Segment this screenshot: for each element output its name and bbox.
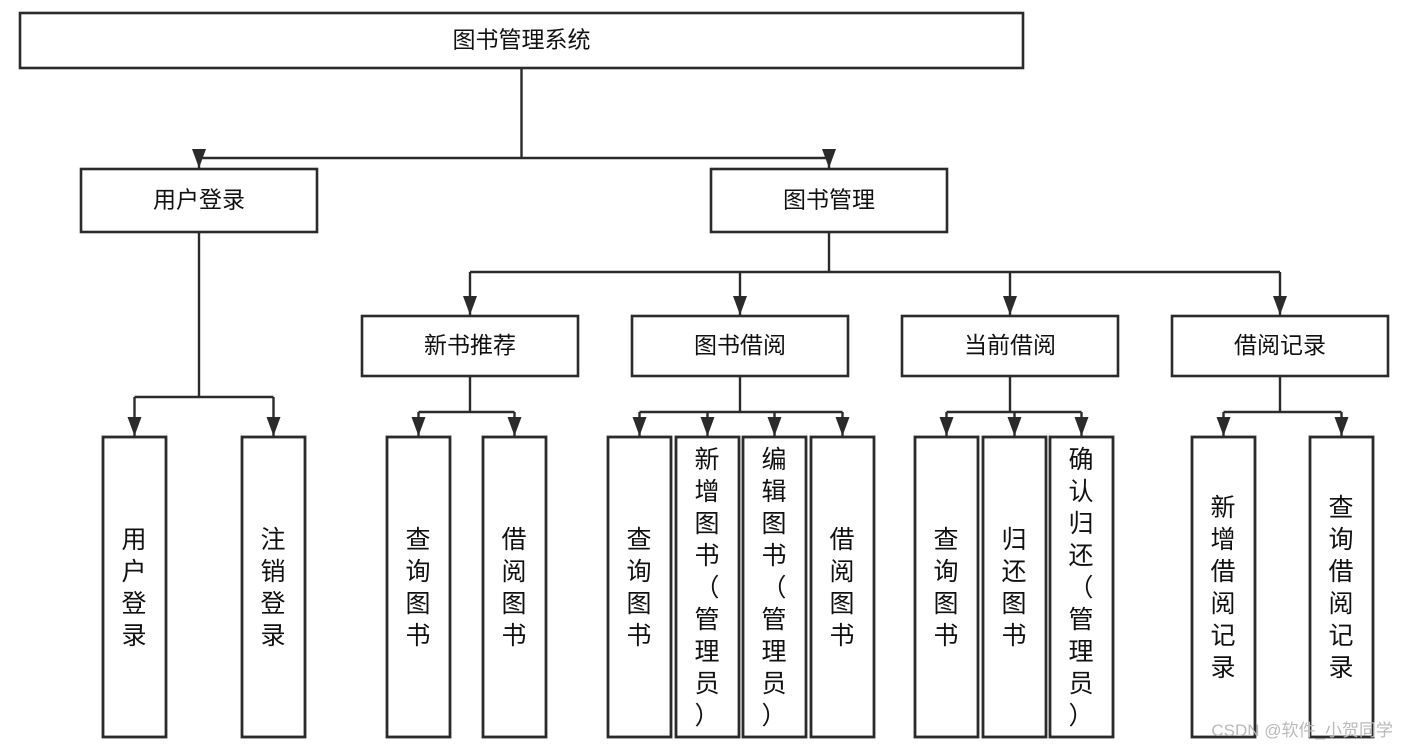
node-box	[385, 435, 452, 739]
node-box	[809, 435, 876, 739]
arrow-head-icon	[266, 417, 281, 436]
node-box	[360, 314, 580, 378]
arrow-head-icon	[822, 149, 836, 168]
node-label: 图书借阅	[694, 332, 786, 358]
node-l-borrow-book-1[interactable]: 借阅图书	[481, 435, 548, 739]
node-l-edit-book[interactable]: 编辑图书（管理员）	[741, 435, 808, 739]
arrow-head-icon	[632, 417, 647, 436]
node-label: 查询借阅记录	[1328, 494, 1356, 682]
arrow-head-icon	[411, 417, 426, 436]
node-box	[1308, 435, 1375, 739]
arrow-head-icon	[733, 296, 747, 315]
arrow-head-icon	[1216, 417, 1231, 436]
arrow-head-icon	[127, 417, 142, 436]
arrow-head-icon	[1273, 296, 1287, 315]
node-box	[18, 11, 1025, 70]
node-box	[1048, 435, 1115, 739]
node-new-book-rec[interactable]: 新书推荐	[360, 314, 580, 378]
node-label: 查询图书	[405, 526, 433, 650]
arrow-head-icon	[835, 417, 850, 436]
node-label: 用户登录	[121, 526, 149, 650]
node-box	[630, 314, 850, 378]
node-box	[741, 435, 808, 739]
node-current-borrow[interactable]: 当前借阅	[900, 314, 1120, 378]
arrow-head-icon	[463, 296, 477, 315]
arrow-head-icon	[1007, 417, 1022, 436]
node-label: 新书推荐	[424, 332, 516, 358]
node-box	[606, 435, 673, 739]
connector-layer	[127, 68, 1349, 436]
arrow-head-icon	[700, 417, 715, 436]
node-l-query-record[interactable]: 查询借阅记录	[1308, 435, 1375, 739]
node-l-query-book-2[interactable]: 查询图书	[606, 435, 673, 739]
node-leaf-user-login[interactable]: 用户登录	[101, 435, 168, 739]
node-l-query-book-1[interactable]: 查询图书	[385, 435, 452, 739]
node-book-manage[interactable]: 图书管理	[709, 167, 949, 234]
node-label: 查询图书	[626, 526, 654, 650]
node-box	[913, 435, 980, 739]
node-label: 新增图书（管理员）	[694, 446, 722, 730]
node-label: 借阅图书	[501, 526, 529, 650]
node-book-borrow[interactable]: 图书借阅	[630, 314, 850, 378]
node-box	[1190, 435, 1257, 739]
node-l-return-book[interactable]: 归还图书	[981, 435, 1048, 739]
node-box	[674, 435, 741, 739]
node-box	[101, 435, 168, 739]
node-label: 查询图书	[933, 526, 961, 650]
arrow-head-icon	[1003, 296, 1017, 315]
node-box	[481, 435, 548, 739]
arrow-head-icon	[1074, 417, 1089, 436]
arrow-head-icon	[767, 417, 782, 436]
arrow-head-icon	[939, 417, 954, 436]
node-box	[709, 167, 949, 234]
node-leaf-user-logout[interactable]: 注销登录	[240, 435, 307, 739]
node-l-add-record[interactable]: 新增借阅记录	[1190, 435, 1257, 739]
node-label: 图书管理	[783, 187, 875, 213]
node-label: 注销登录	[260, 526, 288, 650]
node-layer: 图书管理系统用户登录图书管理新书推荐图书借阅当前借阅借阅记录用户登录注销登录查询…	[18, 11, 1390, 739]
node-label: 当前借阅	[964, 332, 1056, 358]
node-label: 图书管理系统	[453, 27, 591, 53]
node-l-query-book-3[interactable]: 查询图书	[913, 435, 980, 739]
watermark-label: CSDN @软件_小贺同学	[1211, 721, 1393, 740]
node-l-add-book[interactable]: 新增图书（管理员）	[674, 435, 741, 739]
node-l-confirm-return[interactable]: 确认归还（管理员）	[1048, 435, 1115, 739]
node-user-login[interactable]: 用户登录	[79, 167, 319, 234]
arrow-head-icon	[192, 149, 206, 168]
arrow-head-icon	[507, 417, 522, 436]
node-label: 新增借阅记录	[1210, 494, 1238, 682]
node-label: 归还图书	[1001, 526, 1029, 650]
node-label: 确认归还（管理员）	[1068, 446, 1096, 730]
node-box	[240, 435, 307, 739]
node-box	[981, 435, 1048, 739]
node-label: 编辑图书（管理员）	[761, 446, 789, 730]
node-label: 借阅记录	[1234, 332, 1326, 358]
node-borrow-record[interactable]: 借阅记录	[1170, 314, 1390, 378]
node-box	[79, 167, 319, 234]
node-label: 用户登录	[153, 187, 245, 213]
node-label: 借阅图书	[829, 526, 857, 650]
arrow-head-icon	[1334, 417, 1349, 436]
node-box	[900, 314, 1120, 378]
node-box	[1170, 314, 1390, 378]
node-root[interactable]: 图书管理系统	[18, 11, 1025, 70]
node-l-borrow-book-2[interactable]: 借阅图书	[809, 435, 876, 739]
